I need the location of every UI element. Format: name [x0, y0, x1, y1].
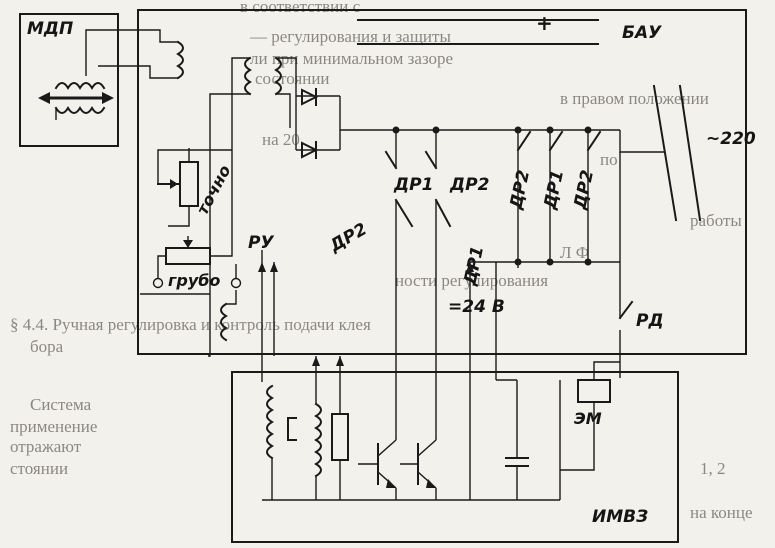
transistor	[400, 356, 437, 500]
fine-adjust-label: точно	[193, 162, 235, 218]
wire	[560, 402, 595, 471]
rectifier-diode	[296, 88, 340, 106]
supply-transformer	[208, 56, 297, 357]
junction-dot	[584, 258, 592, 266]
terminal-arrow	[466, 262, 474, 272]
bg-text-line: в правом положении	[560, 89, 709, 108]
mdp-block	[19, 13, 119, 147]
bg-text-line: стоянии	[10, 459, 68, 478]
bg-text-line: Система	[30, 395, 92, 414]
em-label: ЭМ	[574, 409, 602, 428]
wire	[339, 96, 620, 131]
imvz-block	[231, 371, 679, 543]
bg-text-line: — регулирования и защиты	[249, 27, 451, 46]
coarse-adjust-label: грубо	[168, 271, 220, 290]
bg-text-line: в соответствии с	[240, 0, 361, 16]
relay-switch-dr2	[424, 130, 452, 356]
mdp-differential-transformer	[38, 82, 114, 114]
bg-text-line: ности регулирования	[395, 271, 548, 290]
dc-24v-label: =24 В	[448, 297, 505, 317]
relay-contact-label: ДР1	[393, 175, 433, 195]
ac-input-transformer	[619, 84, 702, 262]
ru-coil	[220, 290, 237, 342]
rd-label: РД	[636, 311, 664, 331]
fine-adjust-resistor	[157, 148, 232, 227]
relay-contact-label: ДР2	[506, 168, 534, 212]
bg-text-line: применение	[10, 417, 97, 436]
relay-contact-label: ДР1	[460, 244, 488, 288]
relay-contact	[586, 130, 602, 152]
ac-supply-label: ~220	[706, 129, 756, 149]
junction-dot	[546, 258, 554, 266]
bg-text-line: состоянии	[255, 69, 330, 88]
relay-contact	[516, 130, 532, 152]
bg-text-line: ли при минимальном зазоре	[250, 49, 453, 68]
relay-contact-label: ДР2	[449, 175, 489, 195]
mdp-label: МДП	[27, 19, 73, 39]
relay-contact-label: ДР2	[570, 168, 598, 212]
bau-block	[137, 9, 747, 355]
mdp-primary-coil	[85, 29, 184, 80]
relay-contact	[548, 130, 564, 152]
resistor	[331, 356, 349, 500]
bg-text-line: 1, 2	[700, 459, 726, 478]
bg-text-line: бора	[30, 337, 64, 356]
relay-switch-dr1	[384, 130, 414, 356]
imvz-label: ИМВЗ	[592, 507, 648, 527]
bg-text-line: на 20	[262, 130, 300, 149]
bg-text-line: § 4.4. Ручная регулировка и контроль под…	[10, 315, 371, 334]
bg-text-line: по	[600, 150, 618, 169]
capacitor	[505, 380, 529, 500]
junction-dot	[514, 258, 522, 266]
ru-output-terminals	[258, 250, 278, 356]
rd-relay-contact	[618, 262, 634, 378]
transistor	[358, 356, 397, 500]
bg-text-line: работы	[690, 211, 742, 230]
imvz-coil-1	[261, 356, 274, 500]
capacitor-bracket	[287, 417, 297, 441]
rectifier-diode	[296, 141, 340, 159]
ru-label: РУ	[248, 233, 274, 253]
wire	[593, 361, 620, 380]
bg-text-line: Л Ф	[560, 243, 589, 262]
bau-label: БАУ	[622, 23, 662, 43]
bg-text-line: отражают	[10, 437, 82, 456]
relay-contact-label: ДР2	[326, 219, 371, 257]
electromagnet	[577, 379, 611, 403]
coarse-adjust-resistor	[152, 236, 242, 289]
bg-text-line: на конце	[690, 503, 753, 522]
plus-terminal-label: +	[536, 11, 553, 35]
imvz-coil-2	[312, 356, 322, 500]
relay-contact-label: ДР1	[540, 168, 568, 212]
